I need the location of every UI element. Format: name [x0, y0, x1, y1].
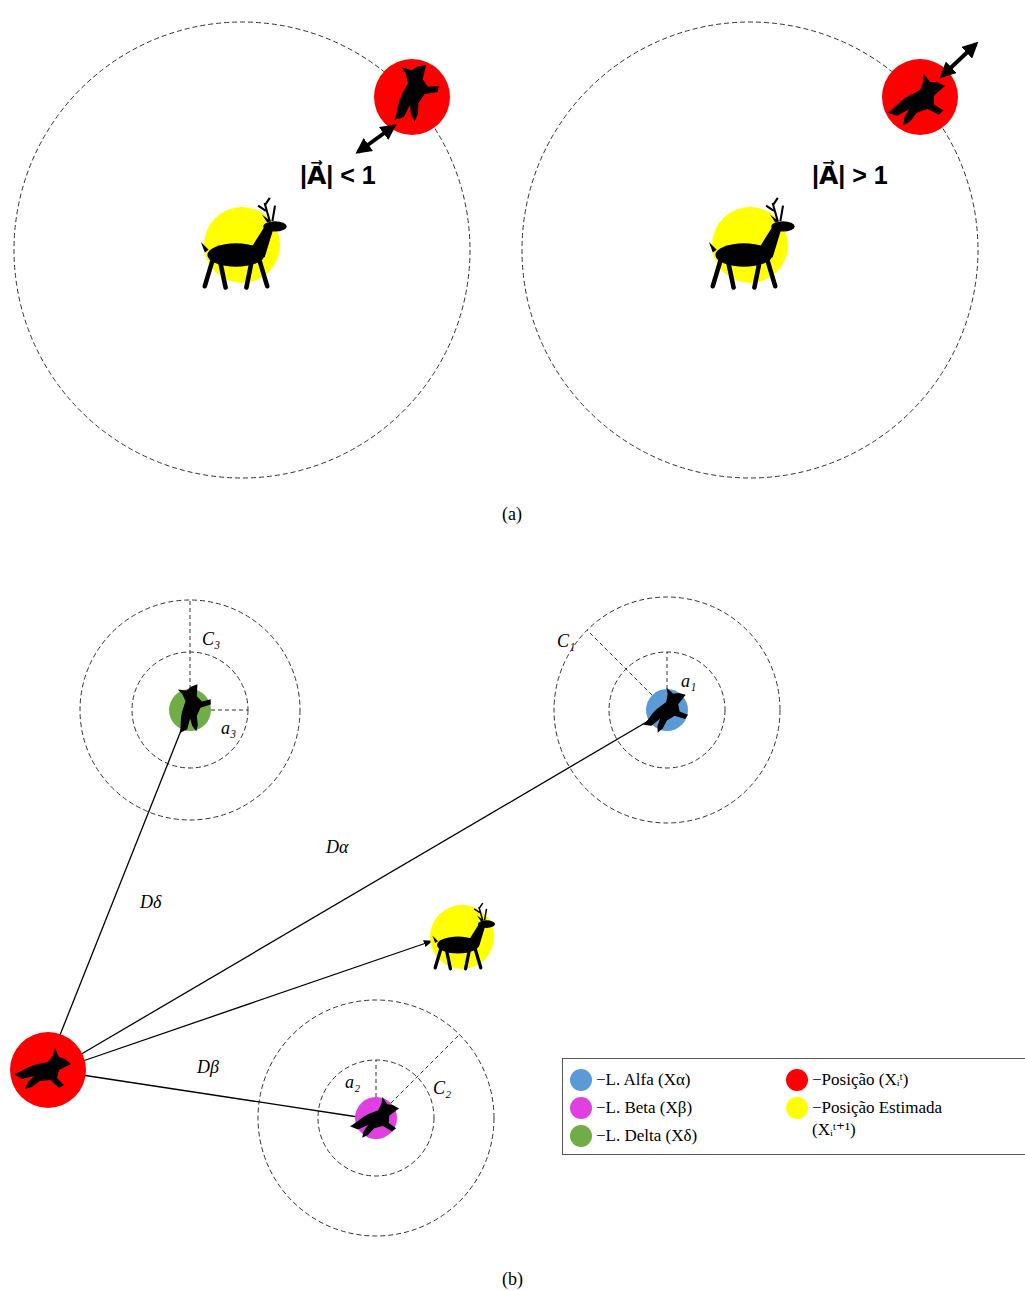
legend-entry: −Posição (Xᵢᵗ)	[786, 1069, 908, 1091]
variable-label: Dβ	[197, 1058, 219, 1078]
legend-entry: −L. Alfa (Xα)	[570, 1069, 691, 1091]
variable-label: a₁	[681, 672, 696, 692]
condition-label: |A⃗| > 1	[812, 162, 888, 190]
variable-label: a₂	[345, 1073, 360, 1093]
variable-label: (a)	[502, 505, 522, 525]
legend-text: −Posição (Xᵢᵗ)	[812, 1069, 908, 1091]
condition-label: |A⃗| < 1	[300, 162, 376, 190]
legend-entry: −L. Delta (Xδ)	[570, 1125, 697, 1147]
variable-label: a₃	[221, 719, 236, 739]
legend-swatch	[570, 1125, 592, 1147]
legend-swatch	[786, 1069, 808, 1091]
variable-label: C₁	[557, 632, 575, 652]
variable-label: Dδ	[140, 893, 161, 913]
legend-swatch	[786, 1097, 808, 1119]
variable-label: (b)	[502, 1270, 523, 1290]
variable-label: C₃	[202, 630, 220, 650]
legend-entry: −Posição Estimada (Xᵢᵗ⁺¹)	[786, 1097, 956, 1141]
legend-swatch	[570, 1097, 592, 1119]
legend-entry: −L. Beta (Xβ)	[570, 1097, 692, 1119]
legend-text: −L. Alfa (Xα)	[596, 1069, 691, 1091]
variable-label: Dα	[326, 838, 348, 858]
variable-label: C₂	[433, 1079, 451, 1099]
legend-swatch	[570, 1069, 592, 1091]
legend-text: −Posição Estimada (Xᵢᵗ⁺¹)	[812, 1097, 956, 1141]
legend-text: −L. Delta (Xδ)	[596, 1125, 697, 1147]
legend-text: −L. Beta (Xβ)	[596, 1097, 692, 1119]
